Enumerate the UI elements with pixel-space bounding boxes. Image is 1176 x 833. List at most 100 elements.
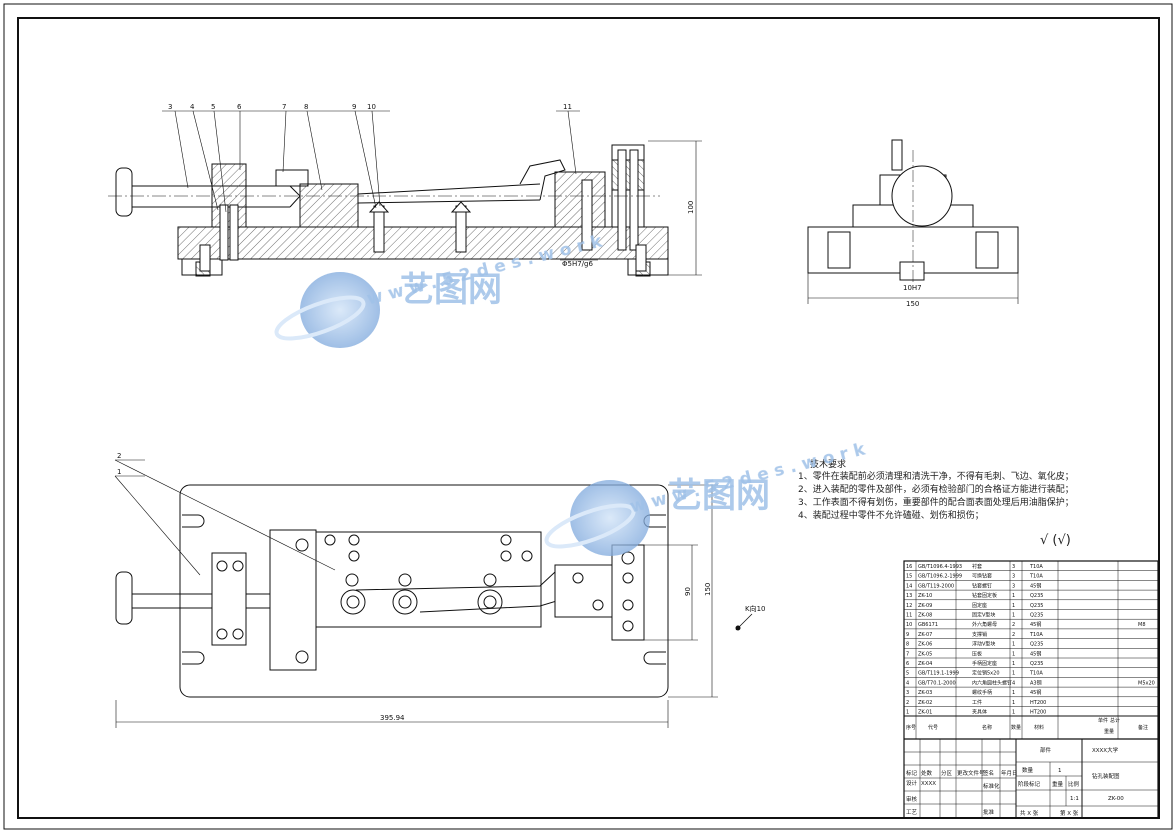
scale-value: 1:1 bbox=[1070, 796, 1079, 802]
bom-cell-no: 12 bbox=[906, 603, 912, 609]
bom-cell-name: 夹具体 bbox=[972, 709, 987, 716]
designer-name: XXXX bbox=[921, 781, 936, 787]
bom-cell-no: 3 bbox=[906, 690, 909, 696]
bom-cell-mat: Q235 bbox=[1030, 593, 1043, 599]
rev-date: 年月日 bbox=[1001, 769, 1018, 777]
school-name: XXXX大学 bbox=[1092, 746, 1119, 754]
bom-cell-no: 9 bbox=[906, 632, 909, 638]
bom-cell-qty: 1 bbox=[1012, 651, 1015, 657]
weight-label: 重量 bbox=[1052, 780, 1064, 788]
front-view bbox=[108, 110, 702, 277]
balloon-5: 5 bbox=[211, 103, 215, 111]
tech-item-2: 2、进入装配的零件及部件，必须有检验部门的合格证方能进行装配； bbox=[798, 485, 1074, 495]
bom-cell-no: 16 bbox=[906, 564, 912, 570]
bom-cell-mat: T10A bbox=[1029, 632, 1043, 638]
bom-header-name: 名称 bbox=[982, 724, 992, 731]
height-dim: 100 bbox=[687, 201, 695, 214]
roughness-symbol: √ (√) bbox=[1040, 533, 1071, 548]
bom-cell-qty: 4 bbox=[1012, 680, 1015, 686]
bore-fit-dim: Φ5H7/g6 bbox=[562, 260, 593, 268]
outer-width-dim: 150 bbox=[704, 583, 712, 596]
tech-item-4: 4、装配过程中零件不允许磕碰、划伤和损伤； bbox=[798, 511, 984, 521]
rev-mark: 标记 bbox=[906, 769, 918, 777]
bom-cell-qty: 1 bbox=[1012, 593, 1015, 599]
balloon-9: 9 bbox=[352, 103, 356, 111]
balloon-8: 8 bbox=[304, 103, 308, 111]
balloon-6: 6 bbox=[237, 103, 242, 111]
tech-item-3: 3、工作表面不得有划伤，重要部件的配合面表面处理后用油脂保护； bbox=[798, 498, 1074, 508]
bom-cell-name: 外六角螺母 bbox=[972, 621, 997, 628]
bom-header-mat: 材料 bbox=[1034, 724, 1044, 731]
bom-cell-name: 浮动V型块 bbox=[972, 641, 995, 648]
bom-cell-name: 固定座 bbox=[972, 602, 987, 609]
bom-cell-mat: Q235 bbox=[1030, 603, 1043, 609]
watermark-brand-2: 艺图网 bbox=[668, 476, 770, 516]
stage-label: 阶段标记 bbox=[1018, 780, 1041, 788]
bom-cell-no: 4 bbox=[906, 680, 909, 686]
inner-width-dim: 90 bbox=[684, 587, 692, 596]
role-process: 工艺 bbox=[906, 809, 918, 816]
bom-cell-mat: T10A bbox=[1029, 671, 1043, 677]
bom-cell-qty: 1 bbox=[1012, 613, 1015, 619]
bom-cell-mat: 45钢 bbox=[1030, 650, 1041, 657]
bom-cell-code: GB/T1096.4-1993 bbox=[918, 564, 962, 570]
rev-sign: 签名 bbox=[983, 769, 994, 777]
bom-cell-mat: 45钢 bbox=[1030, 621, 1041, 628]
bom-cell-mat: 45钢 bbox=[1030, 582, 1041, 589]
bom-cell-code: GB/T70.1-2000 bbox=[918, 680, 956, 686]
bom-cell-qty: 1 bbox=[1012, 700, 1015, 706]
bom-cell-no: 1 bbox=[906, 710, 909, 716]
role-approve: 批准 bbox=[983, 808, 995, 816]
bom-cell-name: 手柄固定座 bbox=[972, 660, 997, 667]
bom-cell-no: 5 bbox=[906, 671, 909, 677]
side-width-dim: 150 bbox=[906, 300, 919, 308]
role-standard: 标准化 bbox=[983, 782, 1000, 790]
bom-cell-qty: 3 bbox=[1012, 564, 1015, 570]
bom-cell-mat: HT200 bbox=[1030, 700, 1046, 706]
bom-cell-qty: 2 bbox=[1012, 622, 1015, 628]
balloon-7: 7 bbox=[282, 103, 286, 111]
qty-value: 1 bbox=[1058, 768, 1062, 774]
bom-cell-no: 13 bbox=[906, 593, 912, 599]
bom-cell-mat: Q235 bbox=[1030, 642, 1043, 648]
tech-title: 技术要求 bbox=[810, 460, 847, 470]
balloon-1: 1 bbox=[117, 468, 121, 476]
bom-cell-code: GB/T119.1-1999 bbox=[918, 671, 959, 677]
rev-zone: 分区 bbox=[941, 769, 953, 777]
bom-cell-code: ZK-10 bbox=[918, 593, 932, 599]
view-ref-note: K向10 bbox=[745, 604, 766, 613]
role-design: 设计 bbox=[906, 779, 918, 787]
bom-cell-code: ZK-05 bbox=[918, 651, 932, 657]
bom-cell-mat: Q235 bbox=[1030, 661, 1043, 667]
bom-cell-code: GB/T1096.2-1999 bbox=[918, 574, 962, 580]
bom-cell-no: 8 bbox=[906, 642, 909, 648]
balloon-2: 2 bbox=[117, 452, 121, 460]
bom-cell-code: GB/T119-2000 bbox=[918, 583, 954, 589]
bom-cell-mat: T10A bbox=[1029, 574, 1043, 580]
bom-cell-no: 2 bbox=[906, 700, 909, 706]
qty-label: 数量 bbox=[1022, 766, 1034, 774]
bom-cell-mat: 45钢 bbox=[1030, 689, 1041, 696]
side-view bbox=[807, 139, 1019, 304]
bom-cell-code: ZK-06 bbox=[918, 642, 932, 648]
bom-cell-code: ZK-01 bbox=[918, 710, 932, 716]
bom-cell-mat: A3钢 bbox=[1030, 679, 1042, 686]
bom-cell-qty: 1 bbox=[1012, 690, 1015, 696]
bom-cell-code: ZK-08 bbox=[918, 613, 932, 619]
bom-cell-qty: 1 bbox=[1012, 710, 1015, 716]
sheet-number: 第 X 张 bbox=[1060, 809, 1079, 817]
bom-cell-name: 固定V型块 bbox=[972, 612, 995, 619]
bom-cell-code: ZK-07 bbox=[918, 632, 932, 638]
bom-cell-code: ZK-03 bbox=[918, 690, 932, 696]
rev-docno: 更改文件号 bbox=[957, 769, 985, 777]
bom-header-note: 备注 bbox=[1138, 724, 1148, 731]
bom-cell-code: ZK-04 bbox=[918, 661, 932, 667]
scale-label: 比例 bbox=[1068, 780, 1080, 788]
bom-cell-no: 11 bbox=[906, 613, 912, 619]
bom-cell-mat: T10A bbox=[1029, 564, 1043, 570]
bom-header-no: 序号 bbox=[906, 724, 916, 731]
balloon-11: 11 bbox=[563, 103, 572, 111]
part-label: 部件 bbox=[1040, 746, 1052, 754]
